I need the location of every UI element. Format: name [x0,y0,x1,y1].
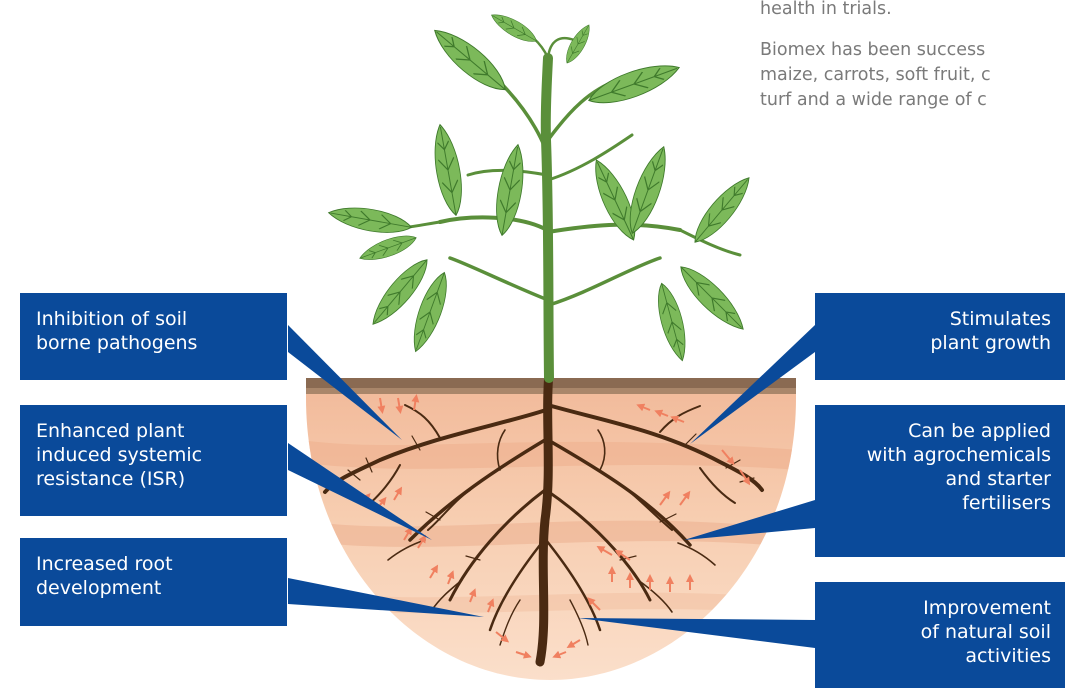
intro-line-4: turf and a wide range of c [760,88,1065,113]
intro-line-3: maize, carrots, soft fruit, c [760,63,1065,88]
label-growth: Stimulates plant growth [815,293,1065,380]
label-inhibition: Inhibition of soil borne pathogens [20,293,287,380]
label-agrochemicals: Can be applied with agrochemicals and st… [815,405,1065,557]
leaf-icon [327,9,757,364]
label-isr: Enhanced plant induced systemic resistan… [20,405,287,516]
intro-line-2: Biomex has been success [760,38,1065,63]
label-root-development: Increased root development [20,538,287,626]
intro-line-1: health in trials. [760,0,1065,22]
label-soil-activities: Improvement of natural soil activities [815,582,1065,688]
